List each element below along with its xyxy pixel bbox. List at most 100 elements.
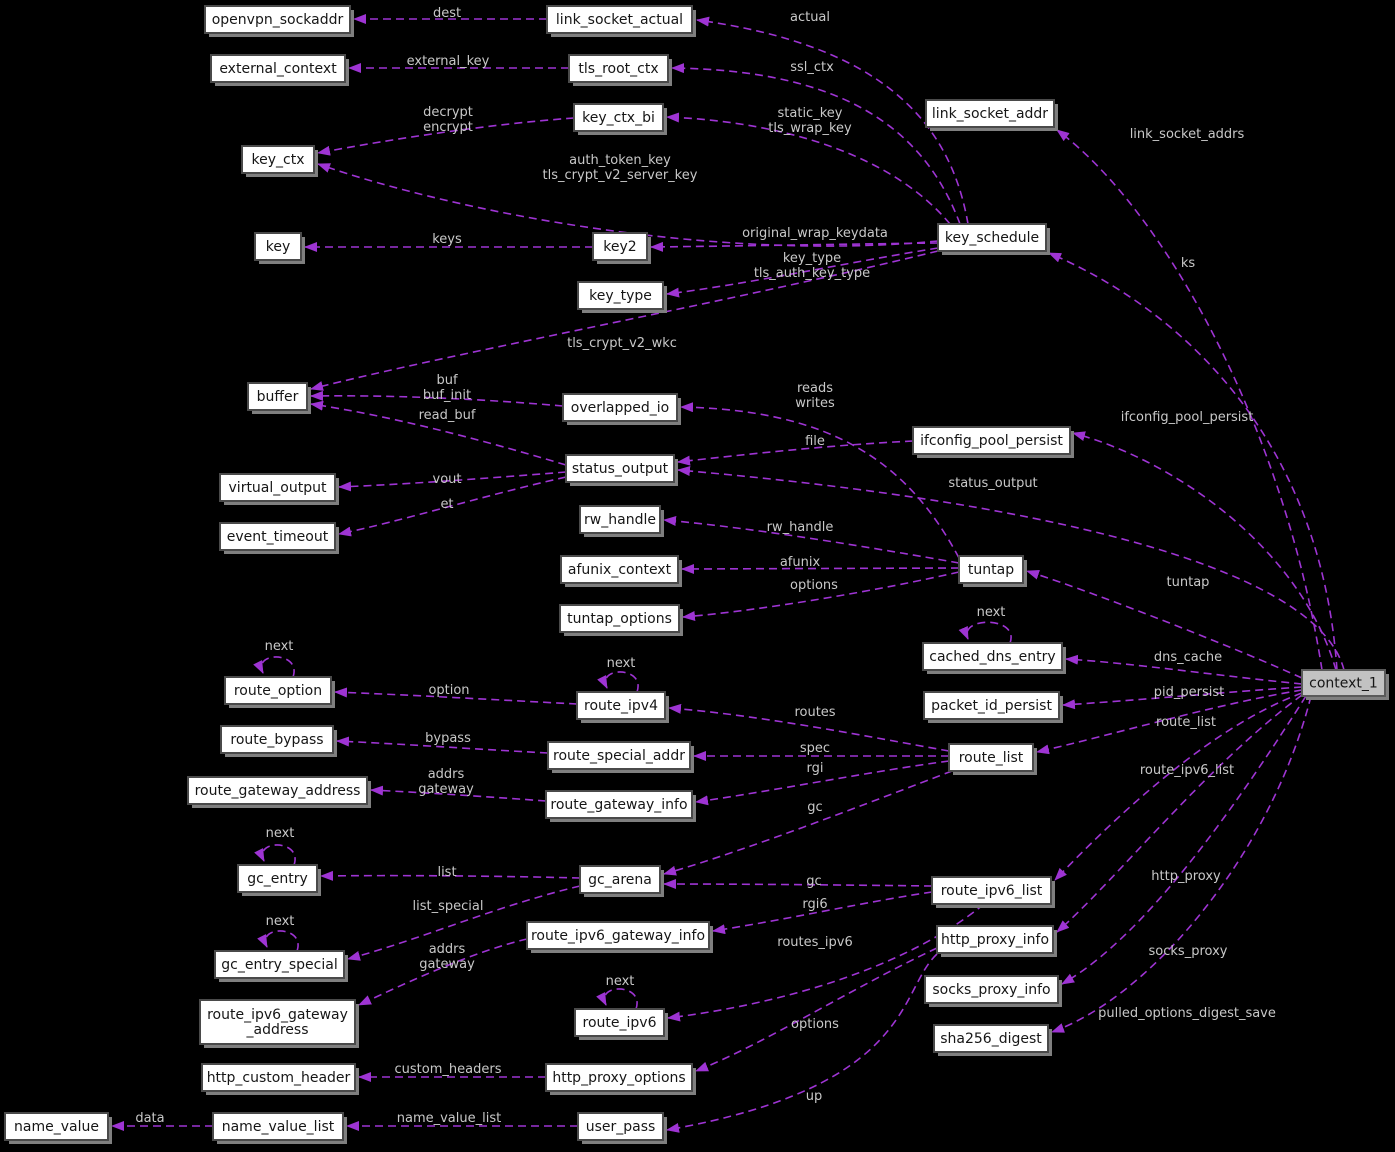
edge-gc_arena-to-gc_entry_special-label: list_special — [413, 899, 484, 914]
edge-http_proxy_info-to-http_proxy_options-label: options — [791, 1017, 839, 1032]
node-gc_entry_special-label: gc_entry_special — [221, 957, 337, 973]
node-gc_arena[interactable]: gc_arena — [579, 865, 664, 897]
node-rw_handle[interactable]: rw_handle — [579, 505, 664, 537]
node-external_context[interactable]: external_context — [210, 54, 349, 86]
node-key_type[interactable]: key_type — [577, 281, 667, 313]
node-route_option-label: route_option — [234, 683, 322, 699]
node-key2[interactable]: key2 — [592, 232, 651, 264]
node-afunix_context[interactable]: afunix_context — [560, 555, 682, 587]
node-route_bypass[interactable]: route_bypass — [220, 725, 337, 757]
node-route_list[interactable]: route_list — [948, 743, 1037, 775]
self-loop-cached_dns_entry-label: next — [977, 605, 1006, 620]
node-route_ipv6_list[interactable]: route_ipv6_list — [931, 876, 1055, 908]
node-http_proxy_info-label: http_proxy_info — [941, 932, 1049, 948]
node-context_1[interactable]: context_1 — [1301, 669, 1389, 700]
node-event_timeout-label: event_timeout — [227, 529, 329, 545]
node-gc_entry[interactable]: gc_entry — [237, 864, 321, 896]
edge-gc_arena-to-gc_entry_special — [347, 885, 581, 961]
node-user_pass[interactable]: user_pass — [577, 1112, 667, 1144]
edge-context_1-to-tuntap — [1026, 569, 1303, 679]
node-tuntap[interactable]: tuntap — [958, 555, 1027, 587]
node-http_custom_header[interactable]: http_custom_header — [201, 1063, 359, 1095]
node-route_special_addr-label: route_special_addr — [553, 748, 685, 764]
node-ifconfig_pool_persist-label: ifconfig_pool_persist — [920, 433, 1063, 449]
node-cached_dns_entry-label: cached_dns_entry — [929, 649, 1055, 665]
node-tuntap_options[interactable]: tuntap_options — [559, 604, 683, 636]
node-name_value-label: name_value — [14, 1119, 99, 1135]
self-loop-route_option — [253, 656, 295, 678]
edge-context_1-to-http_proxy_info-label: http_proxy — [1151, 869, 1221, 884]
node-user_pass-label: user_pass — [586, 1119, 656, 1135]
node-http_proxy_options[interactable]: http_proxy_options — [545, 1063, 696, 1095]
edge-context_1-to-sha256_digest-label: pulled_options_digest_save — [1098, 1006, 1276, 1021]
node-route_ipv6_gateway_info[interactable]: route_ipv6_gateway_info — [526, 921, 713, 953]
node-sha256_digest[interactable]: sha256_digest — [933, 1024, 1052, 1056]
edge-route_list-to-route_special_addr-label: spec — [800, 741, 830, 756]
edge-key_schedule-to-key2 — [650, 241, 939, 252]
node-event_timeout[interactable]: event_timeout — [219, 522, 339, 554]
node-openvpn_sockaddr[interactable]: openvpn_sockaddr — [204, 5, 354, 37]
node-route_gateway_address[interactable]: route_gateway_address — [187, 776, 371, 808]
edge-http_proxy_info-to-http_proxy_options — [695, 947, 938, 1072]
edge-status_output-to-virtual_output-label: vout — [433, 472, 462, 487]
node-link_socket_actual-label: link_socket_actual — [556, 12, 683, 28]
self-loop-route_ipv4 — [597, 671, 639, 693]
node-key_schedule[interactable]: key_schedule — [937, 223, 1050, 255]
node-route_ipv4-label: route_ipv4 — [584, 698, 658, 714]
node-name_value[interactable]: name_value — [4, 1112, 112, 1144]
node-key[interactable]: key — [254, 232, 305, 264]
edge-route_list-to-gc_arena-label: gc — [807, 800, 822, 815]
node-key_schedule-label: key_schedule — [945, 230, 1039, 246]
node-http_proxy_info[interactable]: http_proxy_info — [936, 925, 1057, 957]
edge-route_list-to-gc_arena — [663, 770, 953, 876]
node-link_socket_actual[interactable]: link_socket_actual — [546, 5, 696, 37]
edge-status_output-to-event_timeout-label: et — [440, 497, 453, 512]
edge-key_ctx_bi-to-key_ctx — [317, 117, 575, 156]
edge-tuntap-to-afunix_context-label: afunix — [780, 555, 821, 570]
edge-tuntap-to-rw_handle-label: rw_handle — [767, 520, 834, 535]
edge-context_1-to-link_socket_addr-label: link_socket_addrs — [1130, 127, 1245, 142]
self-loop-route_option-label: next — [265, 639, 294, 654]
node-virtual_output[interactable]: virtual_output — [219, 473, 339, 505]
node-name_value_list[interactable]: name_value_list — [212, 1112, 347, 1144]
node-tls_root_ctx[interactable]: tls_root_ctx — [568, 54, 672, 86]
node-socks_proxy_info[interactable]: socks_proxy_info — [924, 975, 1062, 1007]
node-key_ctx_bi[interactable]: key_ctx_bi — [573, 103, 667, 135]
node-route_ipv4[interactable]: route_ipv4 — [576, 691, 669, 723]
node-link_socket_addr[interactable]: link_socket_addr — [925, 99, 1058, 131]
node-overlapped_io[interactable]: overlapped_io — [562, 393, 681, 425]
edge-route_list-to-route_ipv4-label: routes — [794, 705, 835, 720]
node-sha256_digest-label: sha256_digest — [940, 1031, 1042, 1047]
node-buffer[interactable]: buffer — [247, 382, 311, 414]
edge-route_ipv4-to-route_option — [334, 687, 578, 705]
node-route_gateway_info[interactable]: route_gateway_info — [545, 790, 696, 822]
node-route_ipv6_gateway_address[interactable]: route_ipv6_gateway_address — [199, 999, 359, 1048]
node-tuntap-label: tuntap — [968, 562, 1014, 578]
edge-key_schedule-to-key_ctx_bi — [666, 112, 951, 225]
node-gc_arena-label: gc_arena — [588, 872, 652, 888]
node-key_ctx[interactable]: key_ctx — [241, 145, 318, 177]
edge-gc_arena-to-gc_entry-label: list — [437, 865, 456, 880]
edge-http_proxy_info-to-user_pass — [666, 953, 938, 1133]
node-key-label: key — [266, 239, 291, 255]
node-ifconfig_pool_persist[interactable]: ifconfig_pool_persist — [912, 426, 1074, 458]
node-packet_id_persist[interactable]: packet_id_persist — [923, 691, 1063, 723]
node-gc_entry_special[interactable]: gc_entry_special — [214, 950, 348, 982]
node-http_custom_header-label: http_custom_header — [207, 1070, 351, 1086]
node-route_ipv6_gateway_info-label: route_ipv6_gateway_info — [531, 928, 705, 944]
node-key_ctx_bi-label: key_ctx_bi — [582, 110, 655, 126]
edge-context_1-to-key_schedule-label: ks — [1181, 256, 1196, 271]
node-buffer-label: buffer — [257, 389, 299, 405]
node-route_option[interactable]: route_option — [224, 676, 335, 708]
node-status_output[interactable]: status_output — [565, 454, 678, 486]
node-route_ipv6[interactable]: route_ipv6 — [574, 1008, 668, 1040]
edge-key_schedule-to-tls_root_ctx-label: ssl_ctx — [790, 60, 834, 75]
edge-context_1-to-tuntap-label: tuntap — [1167, 575, 1210, 590]
node-route_special_addr[interactable]: route_special_addr — [547, 741, 694, 773]
edge-gc_arena-to-gc_entry — [320, 870, 581, 881]
edge-context_1-to-packet_id_persist-label: pid_persist — [1154, 685, 1224, 700]
node-cached_dns_entry[interactable]: cached_dns_entry — [922, 642, 1066, 674]
